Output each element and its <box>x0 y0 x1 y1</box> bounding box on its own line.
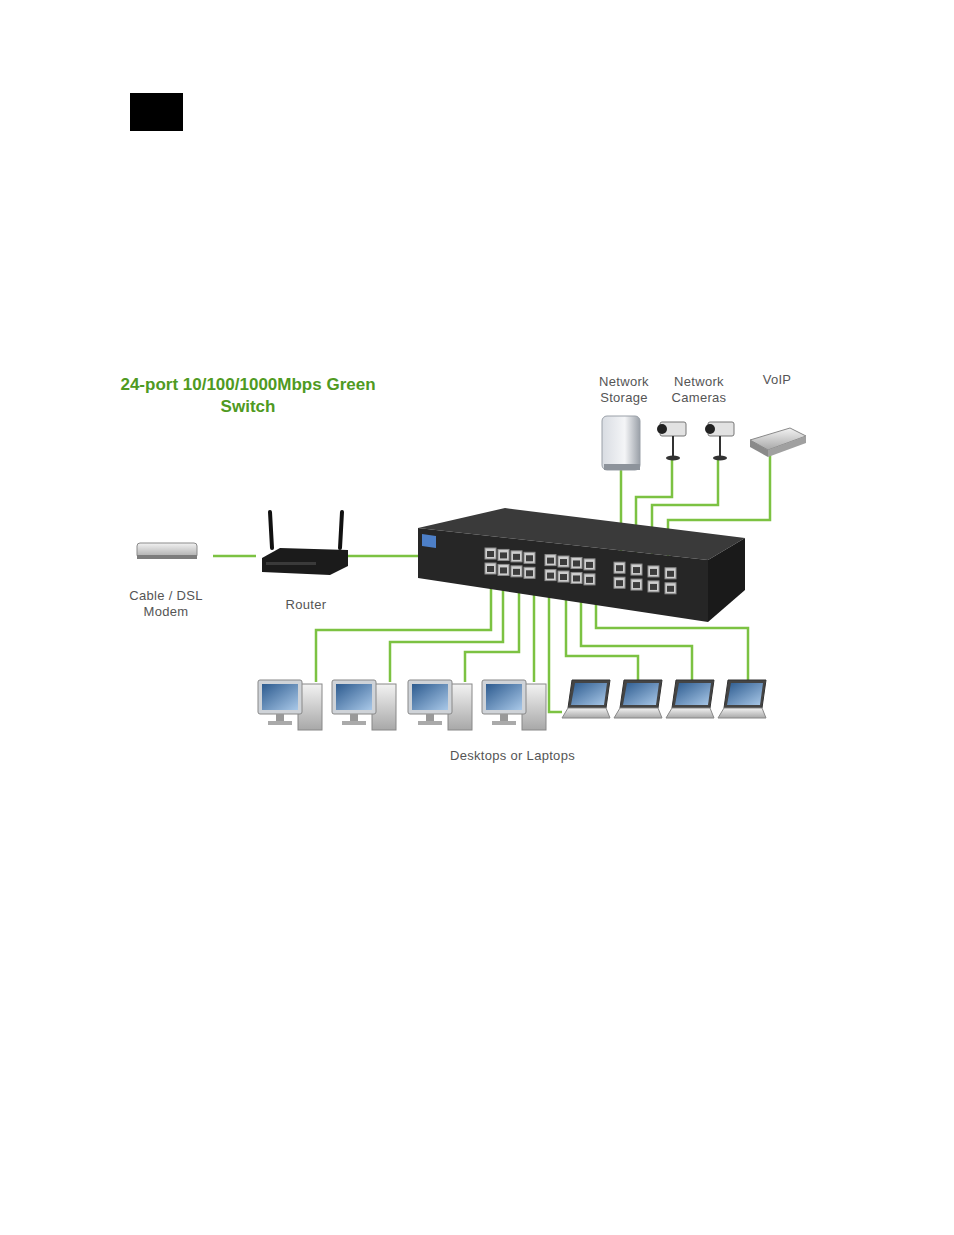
device-label: Desktops or Laptops <box>450 748 575 764</box>
voip-icon <box>750 428 806 457</box>
device-label-box: VoIP <box>745 372 809 464</box>
storage-icon <box>602 416 640 470</box>
computer-icons <box>258 680 766 730</box>
device-label-box: Network Cameras <box>657 374 741 464</box>
camera-icon <box>657 422 734 461</box>
device-label-box: Router <box>256 505 356 613</box>
device-label-box: Network Storage <box>589 374 659 474</box>
device-label-box: Desktops or Laptops <box>250 668 775 764</box>
black-square <box>130 93 183 131</box>
device-label: Network Cameras <box>657 374 741 406</box>
device-label: VoIP <box>763 372 792 388</box>
photo-ground <box>128 370 822 765</box>
device-label: Network Storage <box>589 374 659 406</box>
switch-icon <box>418 508 745 622</box>
device-label: Cable / DSL Modem <box>119 588 213 620</box>
router-icon <box>262 512 348 575</box>
modem-icon <box>137 543 197 559</box>
diagram-title: 24-port 10/100/1000Mbps Green Switch <box>118 374 378 418</box>
cable-wires <box>316 452 770 712</box>
device-label: Router <box>286 597 327 613</box>
cable-connector <box>213 555 256 558</box>
device-label-box: Cable / DSL Modem <box>119 538 213 620</box>
